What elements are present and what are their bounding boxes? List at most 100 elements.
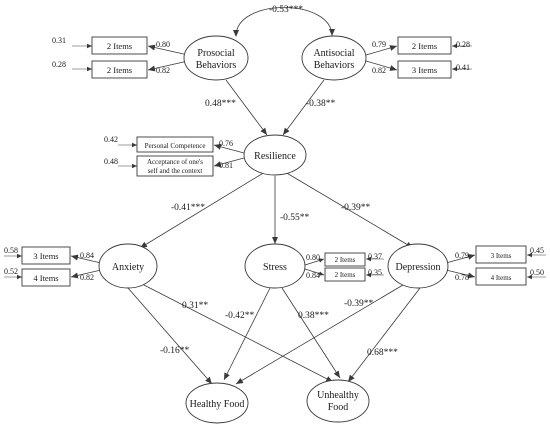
latent-unhealthy-food (306, 379, 370, 423)
loading-arrow-resilience-1 (213, 143, 245, 154)
loading-value-resilience-2: 0.81 (219, 161, 233, 170)
latent-depression (387, 243, 449, 289)
error-value-anxiety-2: 0.52 (4, 267, 18, 276)
error-value-resilience-1: 0.42 (104, 135, 118, 144)
loading-value-antisocial-1: 0.79 (372, 40, 386, 49)
loading-value-resilience-1: 0.76 (219, 139, 233, 148)
coef-prosocial-resilience: 0.48*** (205, 99, 236, 109)
latent-resilience (243, 134, 307, 176)
covariance-arc-prosocial-antisocial (233, 7, 335, 37)
coef-depression-healthy-food: -0.39** (344, 299, 374, 309)
loading-arrow-prosocial-2 (147, 60, 189, 72)
loading-value-prosocial-2: 0.82 (156, 66, 170, 75)
label-anxiety: Anxiety (112, 262, 144, 273)
loading-arrow-antisocial-1 (365, 45, 398, 56)
indicator-label-prosocial-1: 2 Items (107, 41, 132, 51)
coef-stress-unhealthy-food: 0.38*** (298, 311, 329, 321)
coef-resilience-depression: -0.39** (341, 203, 371, 213)
label-healthy-food: Healthy Food (190, 399, 245, 410)
indicator-box-stress-1 (324, 252, 366, 267)
loading-value-depression-1: 0.79 (455, 251, 469, 260)
indicator-box-depression-1 (475, 245, 527, 264)
latent-antisocial-behaviors (301, 35, 367, 81)
path-resilience-anxiety (139, 171, 266, 249)
error-value-depression-1: 0.45 (530, 246, 544, 255)
path-stress-unhealthy-food (281, 287, 341, 379)
error-value-resilience-2: 0.48 (104, 157, 118, 166)
path-resilience-depression (284, 171, 414, 249)
indicator-label-stress-2: 2 Items (335, 271, 356, 279)
coef-stress-healthy-food: -0.42** (225, 311, 255, 321)
path-depression-healthy-food (235, 281, 409, 385)
loading-value-antisocial-2: 0.82 (372, 66, 386, 75)
indicator-label-stress-1: 2 Items (335, 256, 356, 264)
label-unhealthy-food-line1: Unhealthy (317, 390, 359, 401)
indicator-box-anxiety-1 (21, 246, 71, 265)
coef-resilience-stress: -0.55** (280, 213, 310, 223)
loading-arrow-prosocial-1 (147, 44, 189, 56)
loading-value-depression-2: 0.78 (455, 273, 469, 282)
loading-value-prosocial-1: 0.80 (156, 40, 170, 49)
coef-antisocial-resilience: -0.38** (306, 99, 336, 109)
loading-arrow-depression-2 (445, 269, 476, 279)
latent-anxiety (98, 243, 158, 289)
loading-value-stress-1: 0.80 (306, 253, 320, 262)
indicator-box-stress-2 (324, 267, 366, 282)
error-value-prosocial-1: 0.31 (52, 36, 66, 45)
loading-value-anxiety-1: 0.84 (80, 251, 94, 260)
indicator-label-resilience-2-line2: self and the context (148, 167, 203, 175)
latent-stress (244, 243, 306, 289)
error-value-antisocial-2: 0.41 (456, 63, 470, 72)
latent-prosocial-behaviors (183, 35, 249, 81)
loading-arrow-antisocial-2 (365, 60, 398, 71)
indicator-box-prosocial-1 (91, 36, 148, 55)
path-depression-unhealthy-food (347, 287, 421, 383)
error-value-anxiety-1: 0.58 (4, 246, 18, 255)
loading-arrow-stress-1 (304, 258, 325, 266)
label-antisocial-line2: Behaviors (314, 60, 355, 71)
label-depression: Depression (396, 262, 441, 273)
label-unhealthy-food-line2: Food (328, 402, 349, 413)
coef-prosocial-antisocial: -0.53*** (269, 5, 303, 15)
latent-healthy-food (185, 382, 249, 424)
label-resilience: Resilience (254, 151, 296, 162)
indicator-label-antisocial-1: 2 Items (412, 41, 437, 51)
coef-anxiety-unhealthy-food: 0.31** (182, 301, 208, 311)
indicator-label-anxiety-1: 3 Items (33, 251, 58, 261)
path-anxiety-healthy-food (127, 287, 213, 385)
loading-arrow-depression-1 (445, 253, 476, 264)
indicator-box-antisocial-1 (397, 36, 452, 55)
coef-resilience-anxiety: -0.41*** (171, 203, 205, 213)
indicator-box-prosocial-2 (91, 60, 148, 79)
indicator-label-depression-1: 3 Items (491, 252, 512, 260)
coef-depression-unhealthy-food: 0.68*** (367, 348, 398, 358)
path-stress-healthy-food (223, 287, 271, 381)
path-anxiety-unhealthy-food (141, 283, 334, 383)
error-value-stress-2: 0.35 (368, 268, 382, 277)
path-antisocial-resilience (282, 79, 325, 136)
error-value-prosocial-2: 0.28 (52, 60, 66, 69)
path-prosocial-resilience (225, 79, 268, 136)
loading-value-anxiety-2: 0.82 (80, 273, 94, 282)
indicator-label-resilience-1: Personal Competence (145, 142, 206, 150)
error-value-depression-2: 0.50 (530, 268, 544, 277)
indicator-label-antisocial-2: 3 Items (412, 65, 437, 75)
indicator-label-resilience-2-line1: Acceptance of one's (147, 158, 203, 166)
loading-arrow-anxiety-1 (70, 254, 102, 264)
loading-arrow-resilience-2 (213, 157, 245, 168)
label-stress: Stress (263, 262, 287, 273)
indicator-box-anxiety-2 (21, 268, 71, 287)
error-value-antisocial-1: 0.28 (456, 40, 470, 49)
indicator-box-depression-2 (475, 267, 527, 286)
indicator-label-prosocial-2: 2 Items (107, 65, 132, 75)
loading-arrow-stress-2 (304, 268, 325, 276)
loading-value-stress-2: 0.84 (306, 271, 320, 280)
label-prosocial-line1: Prosocial (197, 48, 234, 59)
indicator-box-antisocial-2 (397, 60, 452, 79)
label-prosocial-line2: Behaviors (196, 60, 237, 71)
label-antisocial-line1: Antisocial (313, 48, 354, 59)
loading-arrow-anxiety-2 (70, 269, 102, 279)
indicator-label-depression-2: 4 Items (491, 274, 512, 282)
indicator-box-resilience-1 (136, 136, 214, 153)
